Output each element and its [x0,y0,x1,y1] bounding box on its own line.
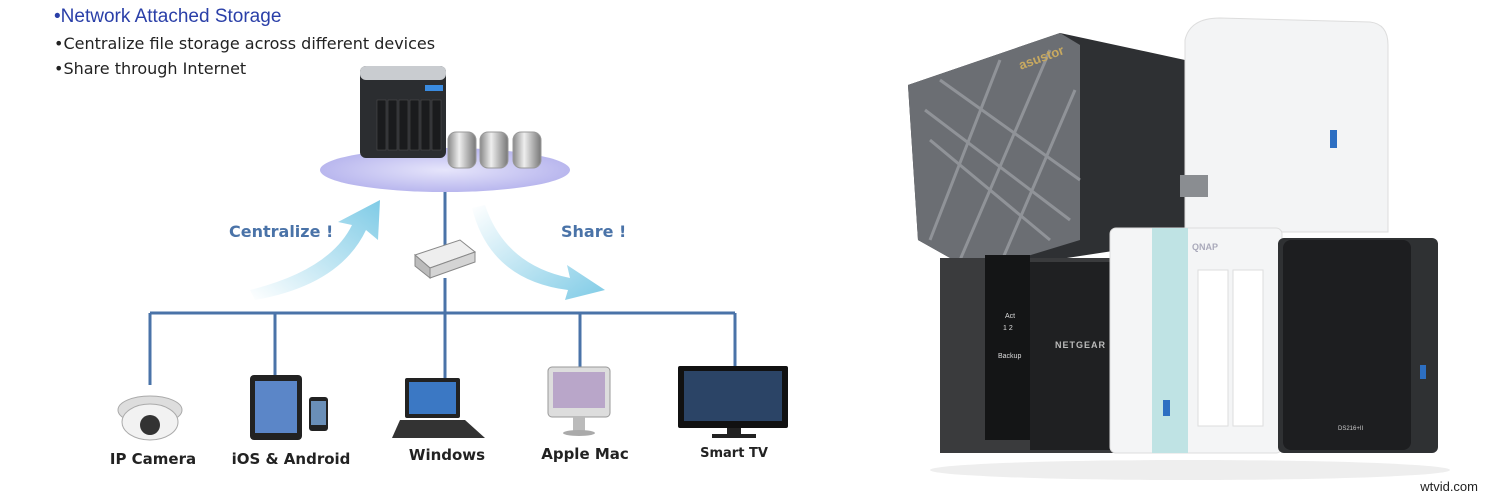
laptop-icon [392,378,485,438]
bullet-share: •Share through Internet [54,59,247,78]
device-label-windows: Windows [408,446,486,464]
ds216-label: DS216+II [1338,426,1364,432]
ip-camera-icon [117,395,183,441]
imac-icon [547,366,611,436]
tv-icon [678,366,788,438]
tablet-phone-icon [250,375,328,440]
network-switch-icon [414,239,477,280]
watermark: wtvid.com [1420,479,1478,494]
device-label-apple-mac: Apple Mac [541,445,629,463]
device-label-ios-android: iOS & Android [231,450,351,468]
qnap-logo: QNAP [1192,242,1218,252]
nas-devices-photo: asustor Act 1 2 Backup NETGEAR QNAP DS21… [908,17,1450,480]
heading: •Network Attached Storage [54,6,282,27]
bullet-centralize: •Centralize file storage across differen… [54,34,436,53]
centralize-label: Centralize ! [229,222,334,241]
share-label: Share ! [561,222,627,241]
nas-server-icon [360,66,446,158]
drive-leds-label: 1 2 [1003,325,1013,332]
netgear-logo: NETGEAR [1055,340,1106,350]
share-arrow [472,205,605,300]
backup-label: Backup [998,353,1021,360]
act-label: Act [1005,313,1015,320]
database-icons [447,131,542,169]
device-label-ip-camera: IP Camera [109,450,197,468]
device-label-smart-tv: Smart TV [700,446,768,461]
centralize-arrow [250,200,380,300]
network-lines [148,192,737,385]
